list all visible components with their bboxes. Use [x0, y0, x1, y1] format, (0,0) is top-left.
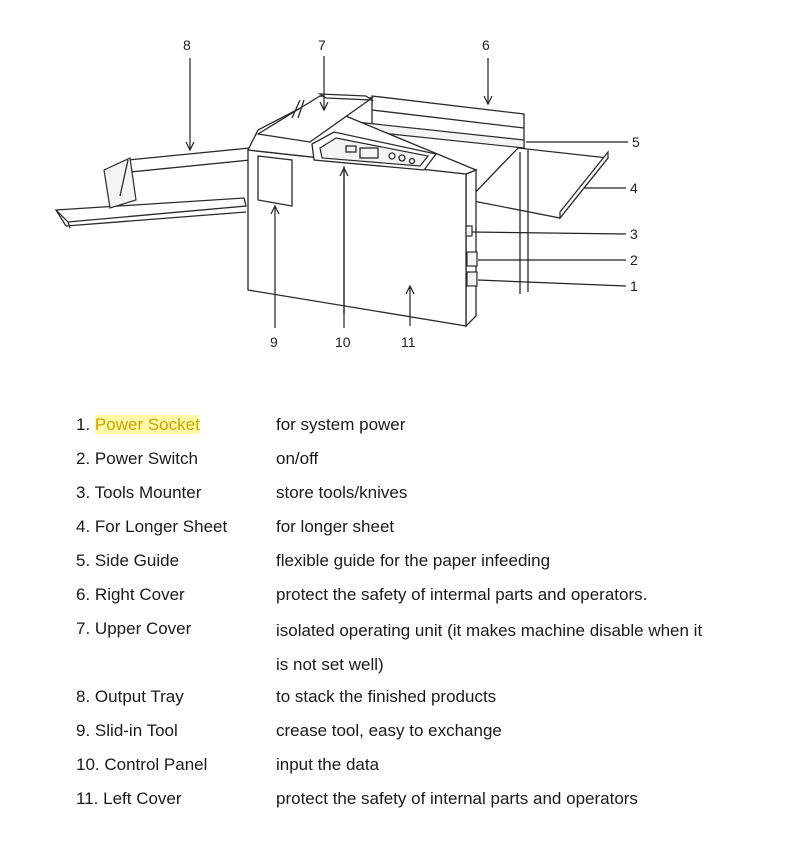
- output-tray-lower: [54, 197, 247, 223]
- callout-3: 3: [630, 226, 638, 242]
- legend-row: 7. Upper Cover isolated operating unit (…: [76, 619, 703, 674]
- callout-10: 10: [335, 334, 351, 350]
- callout-4: 4: [630, 180, 638, 196]
- callout-8: 8: [183, 37, 191, 53]
- callout-2: 2: [630, 252, 638, 268]
- output-tray-stop: [103, 157, 137, 209]
- legend-row: 2. Power Switch on/off: [76, 449, 319, 468]
- tools-mounter: [465, 225, 473, 237]
- machine-diagram: 8 7 6 5 4 3 2 1 9 10 11: [54, 37, 640, 350]
- callout-6: 6: [482, 37, 490, 53]
- legend-row: 10. Control Panel input the data: [76, 755, 380, 774]
- body-right-side: [465, 169, 477, 328]
- output-tray-upper: [127, 147, 251, 173]
- callout-1: 1: [630, 278, 638, 294]
- legend-row: 8. Output Tray to stack the finished pro…: [76, 687, 497, 706]
- slid-in-tool-window: [257, 155, 293, 207]
- highlighted-term: Power Socket: [94, 415, 200, 434]
- legend-row: 9. Slid-in Tool crease tool, easy to exc…: [76, 721, 502, 740]
- callout-5: 5: [632, 134, 640, 150]
- callout-9: 9: [270, 334, 278, 350]
- power-socket: [466, 271, 478, 287]
- legend-row: 4. For Longer Sheet for longer sheet: [76, 517, 395, 536]
- callout-11: 11: [401, 334, 416, 350]
- legend-row: 11. Left Cover protect the safety of int…: [76, 789, 638, 808]
- legend-row: 1. Power Socket for system power: [76, 415, 406, 434]
- legend-row: 6. Right Cover protect the safety of int…: [76, 585, 648, 604]
- longer-sheet-table-edge: [559, 150, 609, 220]
- callout-7: 7: [318, 37, 326, 53]
- legend-row: 3. Tools Mounter store tools/knives: [76, 483, 408, 502]
- parts-legend: 1. Power Socket for system power 2. Powe…: [76, 410, 776, 818]
- callout-pointers: [185, 56, 628, 328]
- control-panel-face: [319, 137, 430, 167]
- upper-cover: [256, 95, 374, 143]
- legend-row: 5. Side Guide flexible guide for the pap…: [76, 551, 551, 570]
- power-switch: [466, 251, 478, 267]
